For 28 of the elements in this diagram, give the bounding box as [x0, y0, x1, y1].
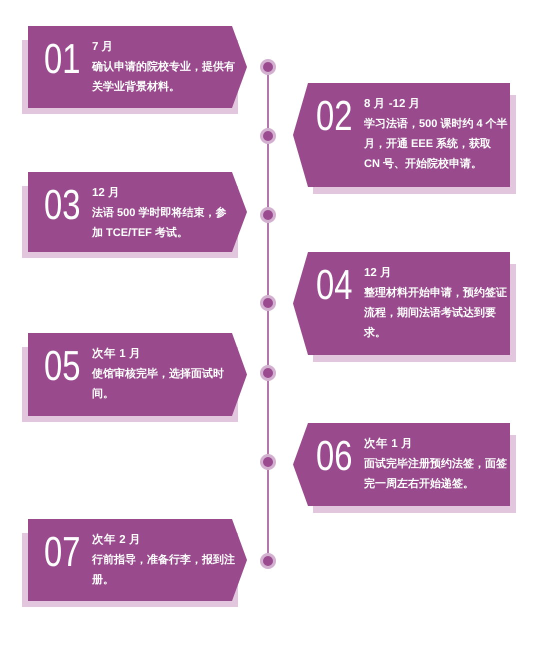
step-date: 次年 2 月	[92, 532, 141, 548]
step-description: 学习法语，500 课时约 4 个半月，开通 EEE 系统，获取 CN 号、开始院校申请。	[364, 116, 508, 172]
step-arrow-box	[22, 519, 247, 607]
step-arrow-box	[22, 26, 247, 114]
step-number: 07	[44, 531, 80, 573]
step-description: 整理材料开始申请，预约签证流程，期间法语考试达到要求。	[364, 286, 508, 341]
step-arrow-box	[293, 252, 516, 362]
step-number: 06	[316, 435, 352, 477]
step-date: 12 月	[364, 266, 392, 281]
step-date: 次年 1 月	[364, 436, 413, 452]
step-arrow-box	[22, 333, 247, 422]
step-arrow-box	[22, 172, 247, 258]
step-number: 04	[316, 264, 352, 306]
step-description: 行前指导，准备行李，报到注册。	[92, 552, 236, 588]
step-number: 02	[316, 95, 352, 137]
step-arrow-box	[293, 423, 516, 513]
step-description: 使馆审核完毕，选择面试时间。	[92, 366, 225, 402]
step-date: 7 月	[92, 40, 114, 55]
step-date: 8 月 -12 月	[364, 97, 421, 112]
step-date: 12 月	[92, 186, 120, 201]
step-number: 05	[44, 345, 80, 387]
step-description: 法语 500 学时即将结束，参加 TCE/TEF 考试。	[92, 206, 228, 241]
step-arrow-box	[293, 83, 516, 194]
step-description: 面试完毕注册预约法签，面签完一周左右开始递签。	[364, 456, 508, 492]
step-number: 01	[44, 38, 80, 80]
step-number: 03	[44, 184, 80, 226]
step-date: 次年 1 月	[92, 346, 141, 362]
step-description: 确认申请的院校专业，提供有关学业背景材料。	[92, 60, 236, 95]
